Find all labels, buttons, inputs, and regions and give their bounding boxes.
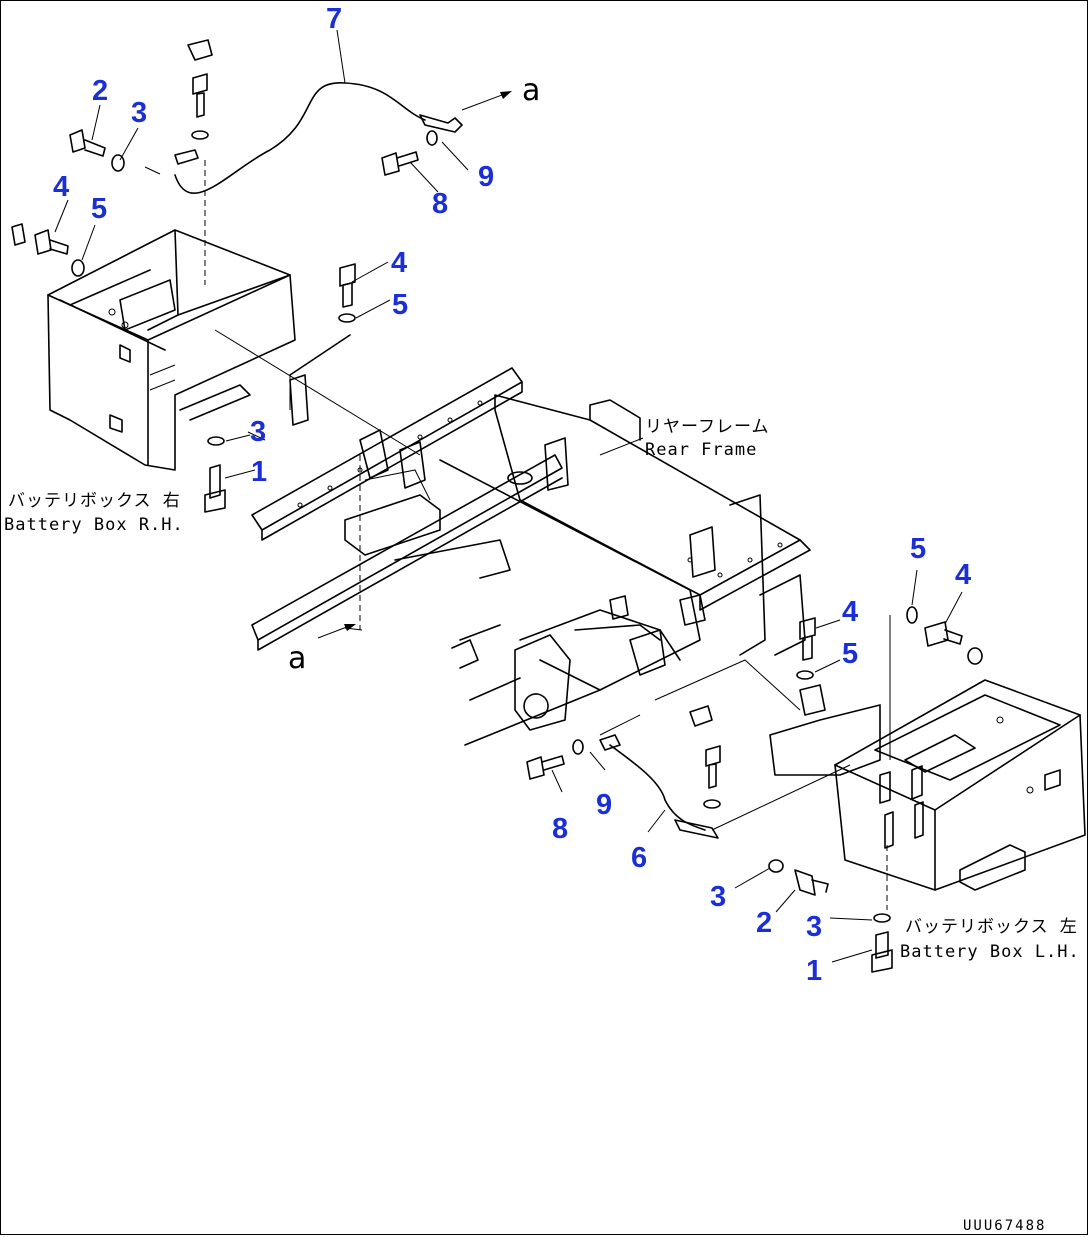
- battery-box-lh-label-en: Battery Box L.H.: [900, 942, 1080, 962]
- callout-1-lh-bottom: 1: [806, 955, 822, 987]
- cable-6: [599, 734, 719, 839]
- reference-a-left: a: [288, 641, 306, 676]
- callout-3-rh-bottom: 3: [250, 416, 266, 448]
- fasteners: [11, 39, 983, 973]
- callout-2-top: 2: [92, 75, 108, 107]
- battery-box-rh-label-en: Battery Box R.H.: [4, 515, 184, 535]
- battery-box-rh-label-jp: バッテリボックス 右: [8, 491, 181, 511]
- callout-3-top: 3: [131, 97, 147, 129]
- battery-box-rh: [47, 229, 309, 471]
- rear-frame: [251, 367, 811, 746]
- callout-3-lh-bottom: 3: [806, 911, 822, 943]
- text-labels: a a リヤーフレーム Rear Frame バッテリボックス 右 Batter…: [4, 73, 1080, 1234]
- drawing-code: UUU67488: [963, 1218, 1046, 1234]
- callout-9-bottom: 9: [596, 789, 612, 821]
- callout-9-top: 9: [478, 161, 494, 193]
- callout-6: 6: [631, 842, 647, 874]
- callout-3-bottom: 3: [710, 881, 726, 913]
- callout-5-lh-top: 5: [910, 533, 926, 565]
- rear-frame-label-jp: リヤーフレーム: [645, 417, 769, 437]
- callout-7-top: 7: [326, 3, 342, 35]
- reference-a-top: a: [522, 73, 540, 108]
- callout-5-lh-mid: 5: [842, 638, 858, 670]
- callout-4-lh-mid: 4: [842, 596, 858, 628]
- battery-box-lh-label-jp: バッテリボックス 左: [905, 917, 1078, 937]
- callout-2-bottom: 2: [756, 907, 772, 939]
- callout-5-center: 5: [392, 289, 408, 321]
- rear-frame-label-en: Rear Frame: [645, 440, 757, 460]
- callout-8-bottom: 8: [552, 813, 568, 845]
- callout-4-center: 4: [391, 247, 407, 279]
- callout-1-rh-bottom: 1: [251, 456, 267, 488]
- callout-8-top: 8: [432, 188, 448, 220]
- callout-4-top: 4: [53, 171, 69, 203]
- cable-7: [174, 82, 463, 194]
- leader-lines: [54, 29, 963, 963]
- callout-4-lh-top: 4: [955, 559, 971, 591]
- callout-5-top: 5: [91, 193, 107, 225]
- callout-numbers: 7 2 3 4 5 9 8 4 5 3 1 5 4 4 5 9 8 6 3 2 …: [53, 3, 971, 987]
- battery-box-lh: [769, 679, 1086, 891]
